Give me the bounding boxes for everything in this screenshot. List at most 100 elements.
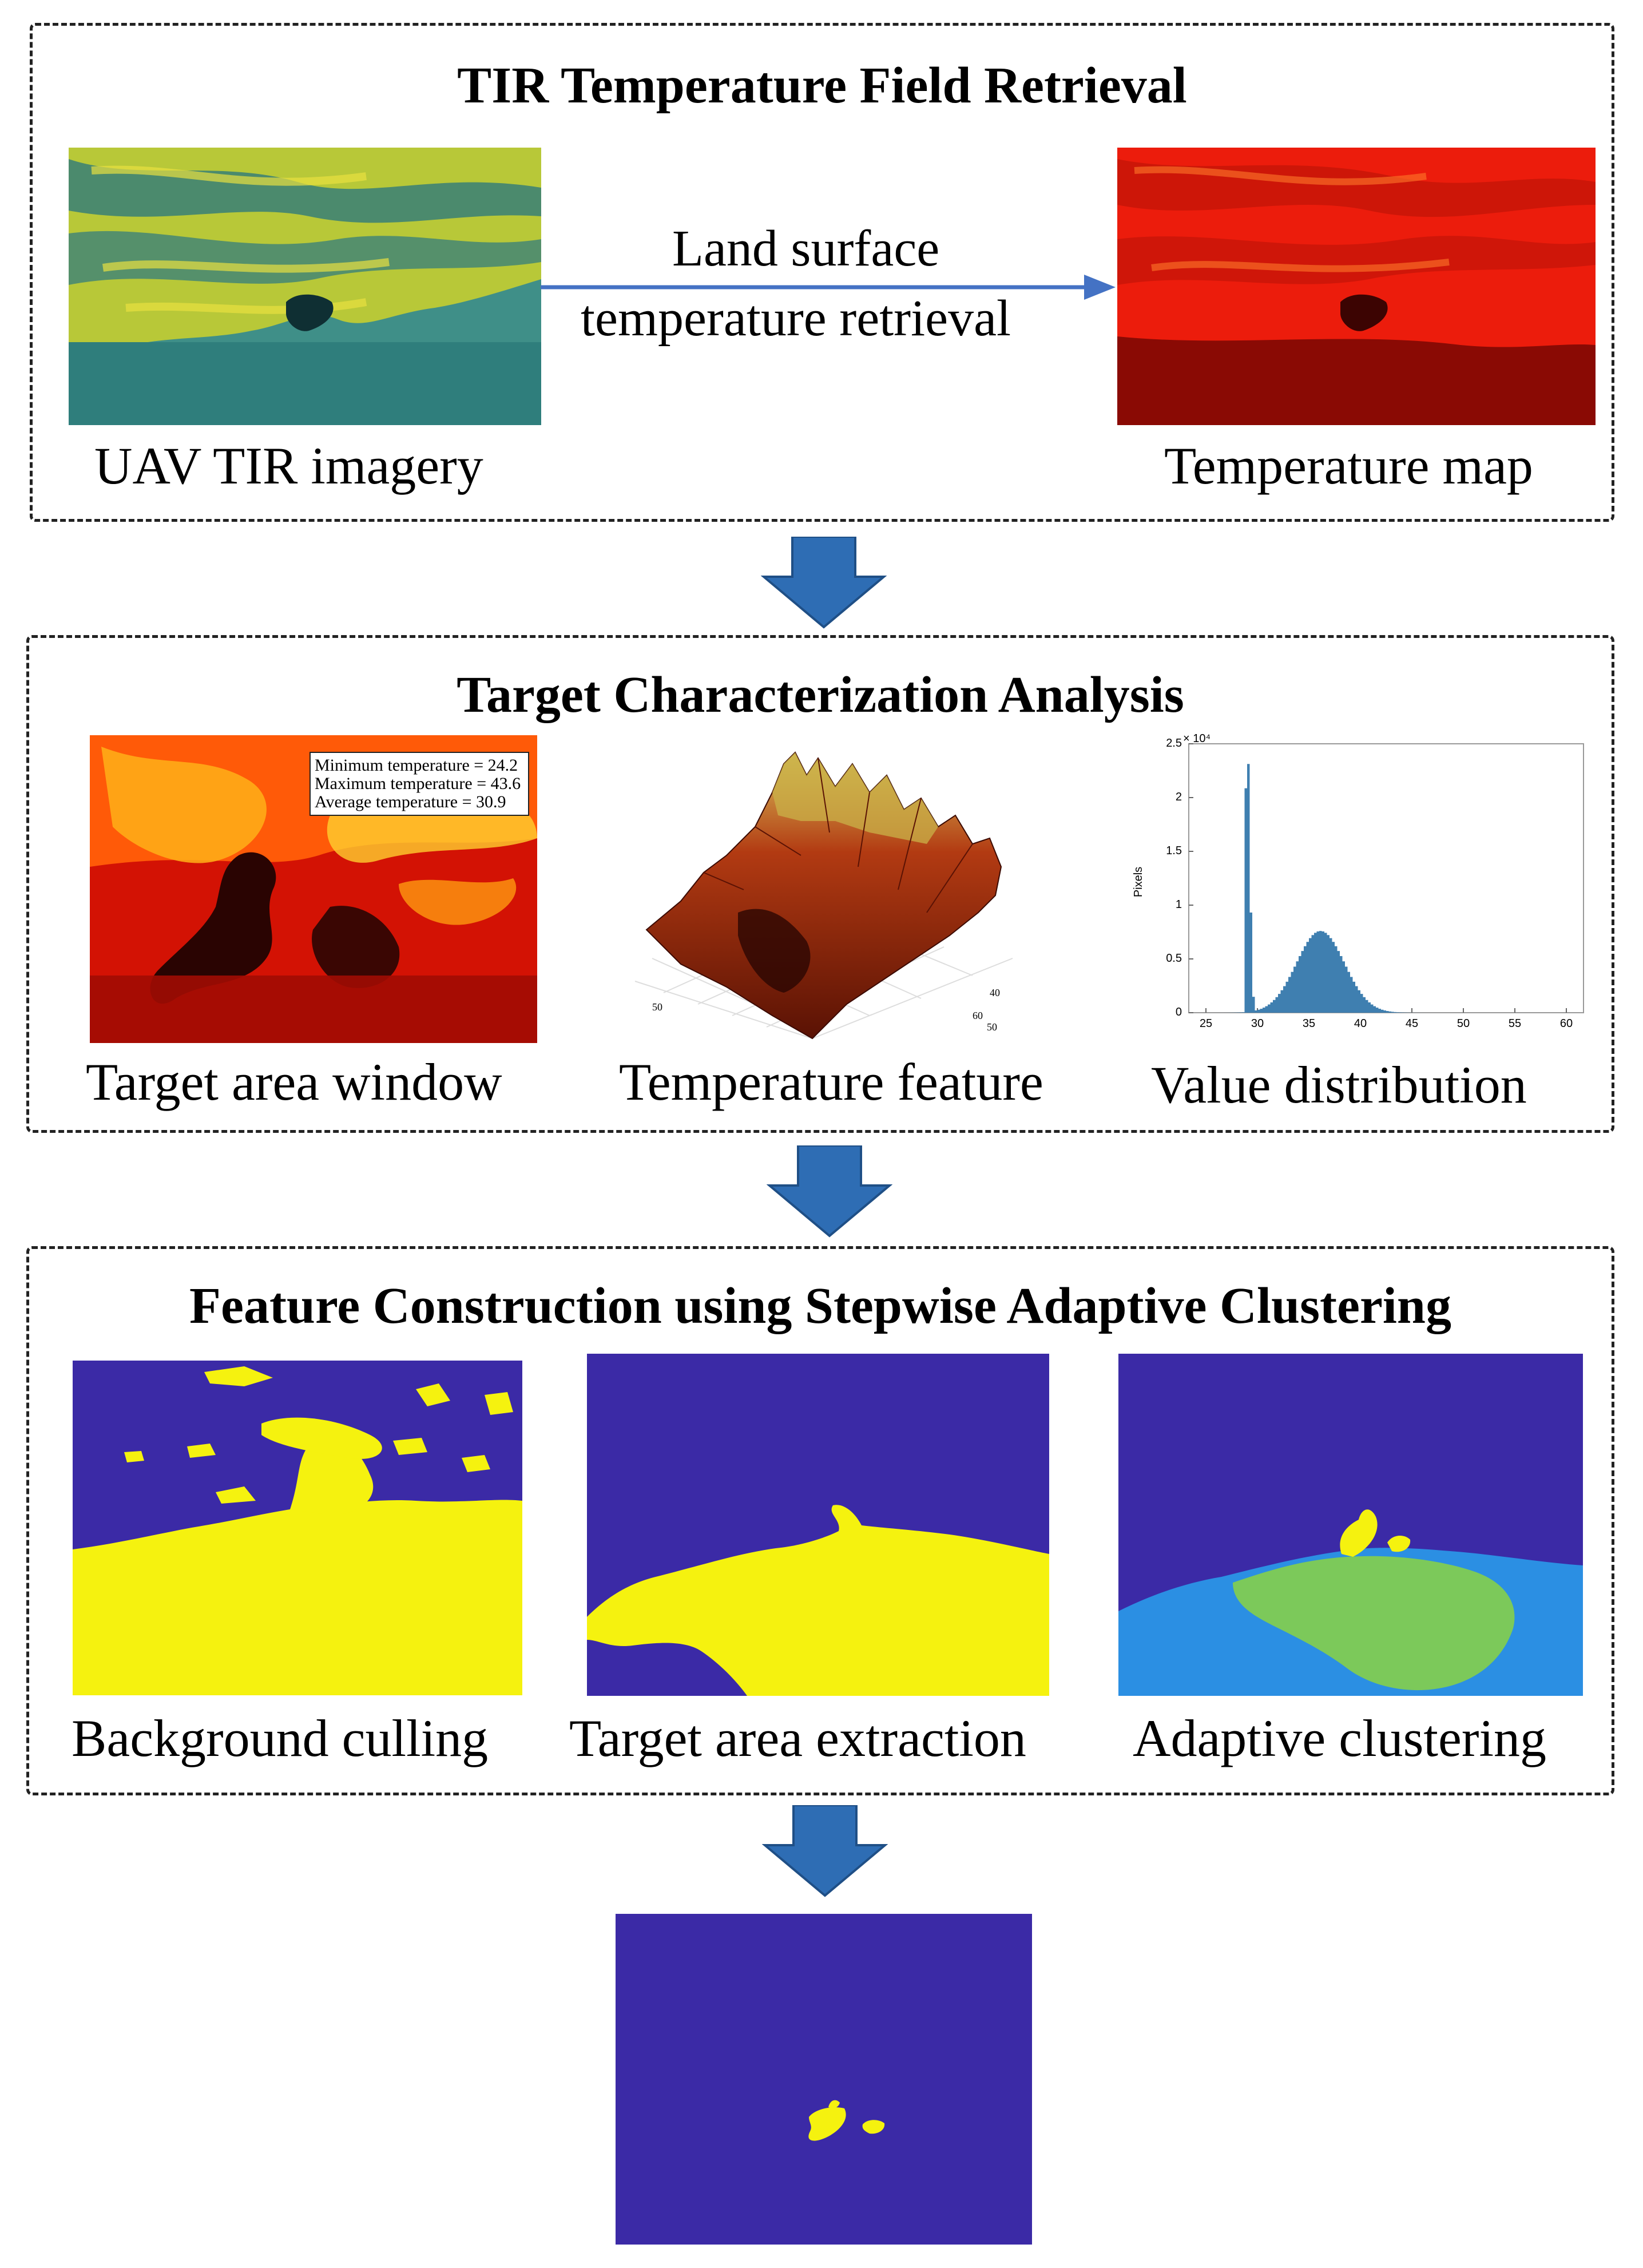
histogram-bar <box>1363 997 1366 1013</box>
surface-tick: 60 <box>973 1010 983 1021</box>
temperature-map-caption: Temperature map <box>1164 437 1533 495</box>
histogram-bar <box>1301 951 1304 1013</box>
histogram-x-tick: 35 <box>1302 1017 1316 1030</box>
histogram-bar <box>1255 1010 1257 1013</box>
histogram-x-tick: 45 <box>1405 1017 1419 1030</box>
histogram-bar <box>1283 986 1286 1013</box>
target-window-caption: Target area window <box>86 1053 502 1111</box>
histogram-bar <box>1376 1008 1379 1013</box>
histogram-bar <box>1388 1011 1391 1013</box>
retrieval-label-line2: temperature retrieval <box>581 290 1011 347</box>
target-area-window: Minimum temperature = 24.2 Maximum tempe… <box>90 735 537 1043</box>
histogram-bar <box>1278 994 1281 1013</box>
temperature-surface-plot: 50 60 40 50 <box>629 741 1018 1041</box>
stat-min-temperature: Minimum temperature = 24.2 <box>315 756 518 775</box>
panel-title: Feature Construction using Stepwise Adap… <box>189 1278 1451 1334</box>
histogram-bar <box>1304 946 1307 1013</box>
histogram-bar <box>1263 1008 1265 1013</box>
histogram-x-tick: 55 <box>1508 1017 1522 1030</box>
value-distribution-caption: Value distribution <box>1151 1056 1527 1114</box>
histogram-bar <box>1275 997 1278 1013</box>
histogram-x-tick: 30 <box>1251 1017 1264 1030</box>
histogram-bar <box>1330 938 1332 1013</box>
histogram-bar <box>1386 1011 1389 1013</box>
histogram-bar <box>1371 1004 1374 1013</box>
histogram-bar <box>1268 1004 1271 1013</box>
uav-tir-image <box>69 148 541 425</box>
histogram-bar <box>1291 972 1293 1013</box>
panel-feature-construction: Feature Construction using Stepwise Adap… <box>26 1246 1614 1795</box>
histogram-y-tick: 2 <box>1175 791 1182 803</box>
histogram-bar <box>1399 1012 1402 1013</box>
panel-target-characterization: Target Characterization Analysis <box>26 635 1614 1133</box>
histogram-bar <box>1273 1000 1276 1013</box>
histogram-bar <box>1285 981 1288 1013</box>
histogram-bar <box>1358 990 1360 1013</box>
histogram-bar <box>1316 931 1319 1013</box>
histogram-y-tick: 1 <box>1175 898 1182 911</box>
histogram-bar <box>1257 1009 1260 1013</box>
histogram-bar <box>1249 912 1252 1013</box>
histogram-bar <box>1252 997 1255 1013</box>
histogram-bar <box>1335 946 1338 1013</box>
histogram-y-tick: 0.5 <box>1166 952 1182 965</box>
histogram-bar <box>1309 938 1312 1013</box>
histogram-bar <box>1321 931 1324 1013</box>
histogram-bar <box>1324 933 1327 1013</box>
histogram-bar <box>1260 1009 1263 1013</box>
panel-temperature-retrieval: TIR Temperature Field Retrieval <box>30 23 1614 522</box>
histogram-bar <box>1337 951 1340 1013</box>
stat-max-temperature: Maximum temperature = 43.6 <box>315 774 521 793</box>
histogram-x-tick: 25 <box>1199 1017 1213 1030</box>
histogram-bar <box>1347 972 1350 1013</box>
histogram-y-tick: 2.5 <box>1166 737 1182 750</box>
retrieval-arrow-icon <box>541 275 1116 300</box>
histogram-y-tick: 1.5 <box>1166 844 1182 857</box>
histogram-bar <box>1373 1006 1376 1013</box>
histogram-bar <box>1265 1006 1268 1013</box>
histogram-x-tick: 40 <box>1354 1017 1367 1030</box>
histogram-bar <box>1280 990 1283 1013</box>
temperature-map-image <box>1117 148 1596 425</box>
surface-tick: 50 <box>987 1021 997 1033</box>
histogram-bar <box>1366 1000 1368 1013</box>
histogram-x-tick: 50 <box>1457 1017 1470 1030</box>
flow-arrow-icon <box>762 1805 888 1897</box>
histogram-bar <box>1383 1010 1386 1013</box>
histogram-bar <box>1319 931 1322 1013</box>
target-extraction-caption: Target area extraction <box>569 1709 1026 1767</box>
histogram-bar <box>1327 935 1330 1013</box>
histogram-bar <box>1396 1012 1399 1013</box>
histogram-bar <box>1378 1009 1381 1013</box>
histogram-bar <box>1314 933 1317 1013</box>
background-culling-caption: Background culling <box>72 1709 489 1767</box>
histogram-bar <box>1368 1002 1371 1013</box>
histogram-bar <box>1270 1002 1273 1013</box>
histogram-bar <box>1332 942 1335 1013</box>
surface-tick: 40 <box>990 987 1000 998</box>
histogram-bar <box>1355 986 1358 1013</box>
histogram-y-label: Pixels <box>1132 866 1145 898</box>
histogram-bar <box>1299 956 1301 1013</box>
surface-tick: 50 <box>652 1001 662 1013</box>
stat-avg-temperature: Average temperature = 30.9 <box>315 792 506 811</box>
histogram-bar <box>1394 1012 1396 1013</box>
adaptive-clustering-image <box>1118 1354 1583 1696</box>
panel-title: Target Characterization Analysis <box>457 667 1184 723</box>
histogram-y-exponent: × 10⁴ <box>1183 732 1211 745</box>
histogram-y-tick: 0 <box>1175 1006 1182 1018</box>
target-extraction-image <box>587 1354 1049 1696</box>
adaptive-clustering-caption: Adaptive clustering <box>1133 1709 1547 1767</box>
histogram-bar <box>1342 961 1345 1013</box>
histogram-bar <box>1296 961 1299 1013</box>
histogram-bar <box>1306 942 1309 1013</box>
background-culling-image <box>73 1361 522 1695</box>
final-result-image <box>616 1914 1032 2245</box>
histogram-bar <box>1340 956 1343 1013</box>
histogram-bar <box>1381 1009 1384 1013</box>
histogram-bar <box>1345 966 1348 1013</box>
histogram-bar <box>1352 981 1355 1013</box>
uav-tir-caption: UAV TIR imagery <box>94 437 483 495</box>
histogram-bar <box>1293 966 1296 1013</box>
